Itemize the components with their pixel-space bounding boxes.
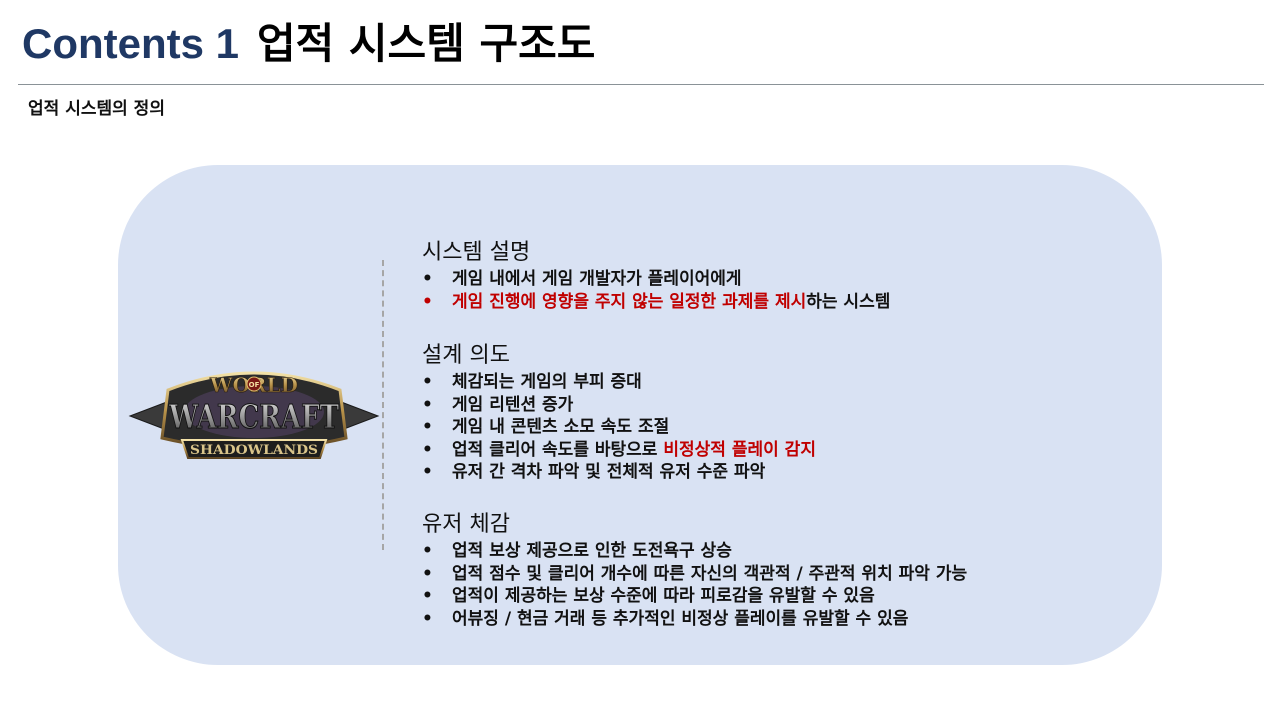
page-title: Contents 1 업적 시스템 구조도 <box>22 14 595 74</box>
section-heading: 설계 의도 <box>422 343 510 368</box>
section-heading: 유저 체감 <box>422 512 510 537</box>
list-item: 업적 보상 제공으로 인한 도전욕구 상승 <box>422 540 967 563</box>
list-item: 유저 간 격차 파악 및 전체적 유저 수준 파악 <box>422 461 816 484</box>
list-item: 게임 내에서 게임 개발자가 플레이어에게 <box>422 268 890 291</box>
section-design-intent: 설계 의도 체감되는 게임의 부피 증대 게임 리텐션 증가 게임 내 콘텐츠 … <box>422 341 816 484</box>
section-heading: 시스템 설명 <box>422 240 531 265</box>
section-user-experience: 유저 체감 업적 보상 제공으로 인한 도전욕구 상승 업적 점수 및 클리어 … <box>422 510 967 630</box>
list-item: 체감되는 게임의 부피 증대 <box>422 371 816 394</box>
list-item: 게임 진행에 영향을 주지 않는 일정한 과제를 제시하는 시스템 <box>422 291 890 314</box>
logo-warcraft-text: WARCRAFT <box>168 397 339 436</box>
list-item: 게임 리텐션 증가 <box>422 394 816 417</box>
page-title-prefix: Contents 1 <box>22 20 240 67</box>
list-item: 업적 점수 및 클리어 개수에 따른 자신의 객관적 / 주관적 위치 파악 가… <box>422 563 967 586</box>
dashed-divider <box>382 260 384 550</box>
section-subtitle: 업적 시스템의 정의 <box>28 99 165 119</box>
list-item: 업적 클리어 속도를 바탕으로 비정상적 플레이 감지 <box>422 439 816 462</box>
section-system-description: 시스템 설명 게임 내에서 게임 개발자가 플레이어에게 게임 진행에 영향을 … <box>422 238 890 313</box>
list-item: 업적이 제공하는 보상 수준에 따라 피로감을 유발할 수 있음 <box>422 585 967 608</box>
warcraft-shadowlands-logo: WORLD OF WARCRAFT SHADOWLANDS <box>128 371 380 459</box>
page-title-main: 업적 시스템 구조도 <box>257 19 596 68</box>
logo-of-text: OF <box>249 381 260 389</box>
list-item: 어뷰징 / 현금 거래 등 추가적인 비정상 플레이를 유발할 수 있음 <box>422 608 967 631</box>
title-divider <box>18 84 1264 85</box>
logo-shadowlands-text: SHADOWLANDS <box>190 443 318 458</box>
list-item: 게임 내 콘텐츠 소모 속도 조절 <box>422 416 816 439</box>
